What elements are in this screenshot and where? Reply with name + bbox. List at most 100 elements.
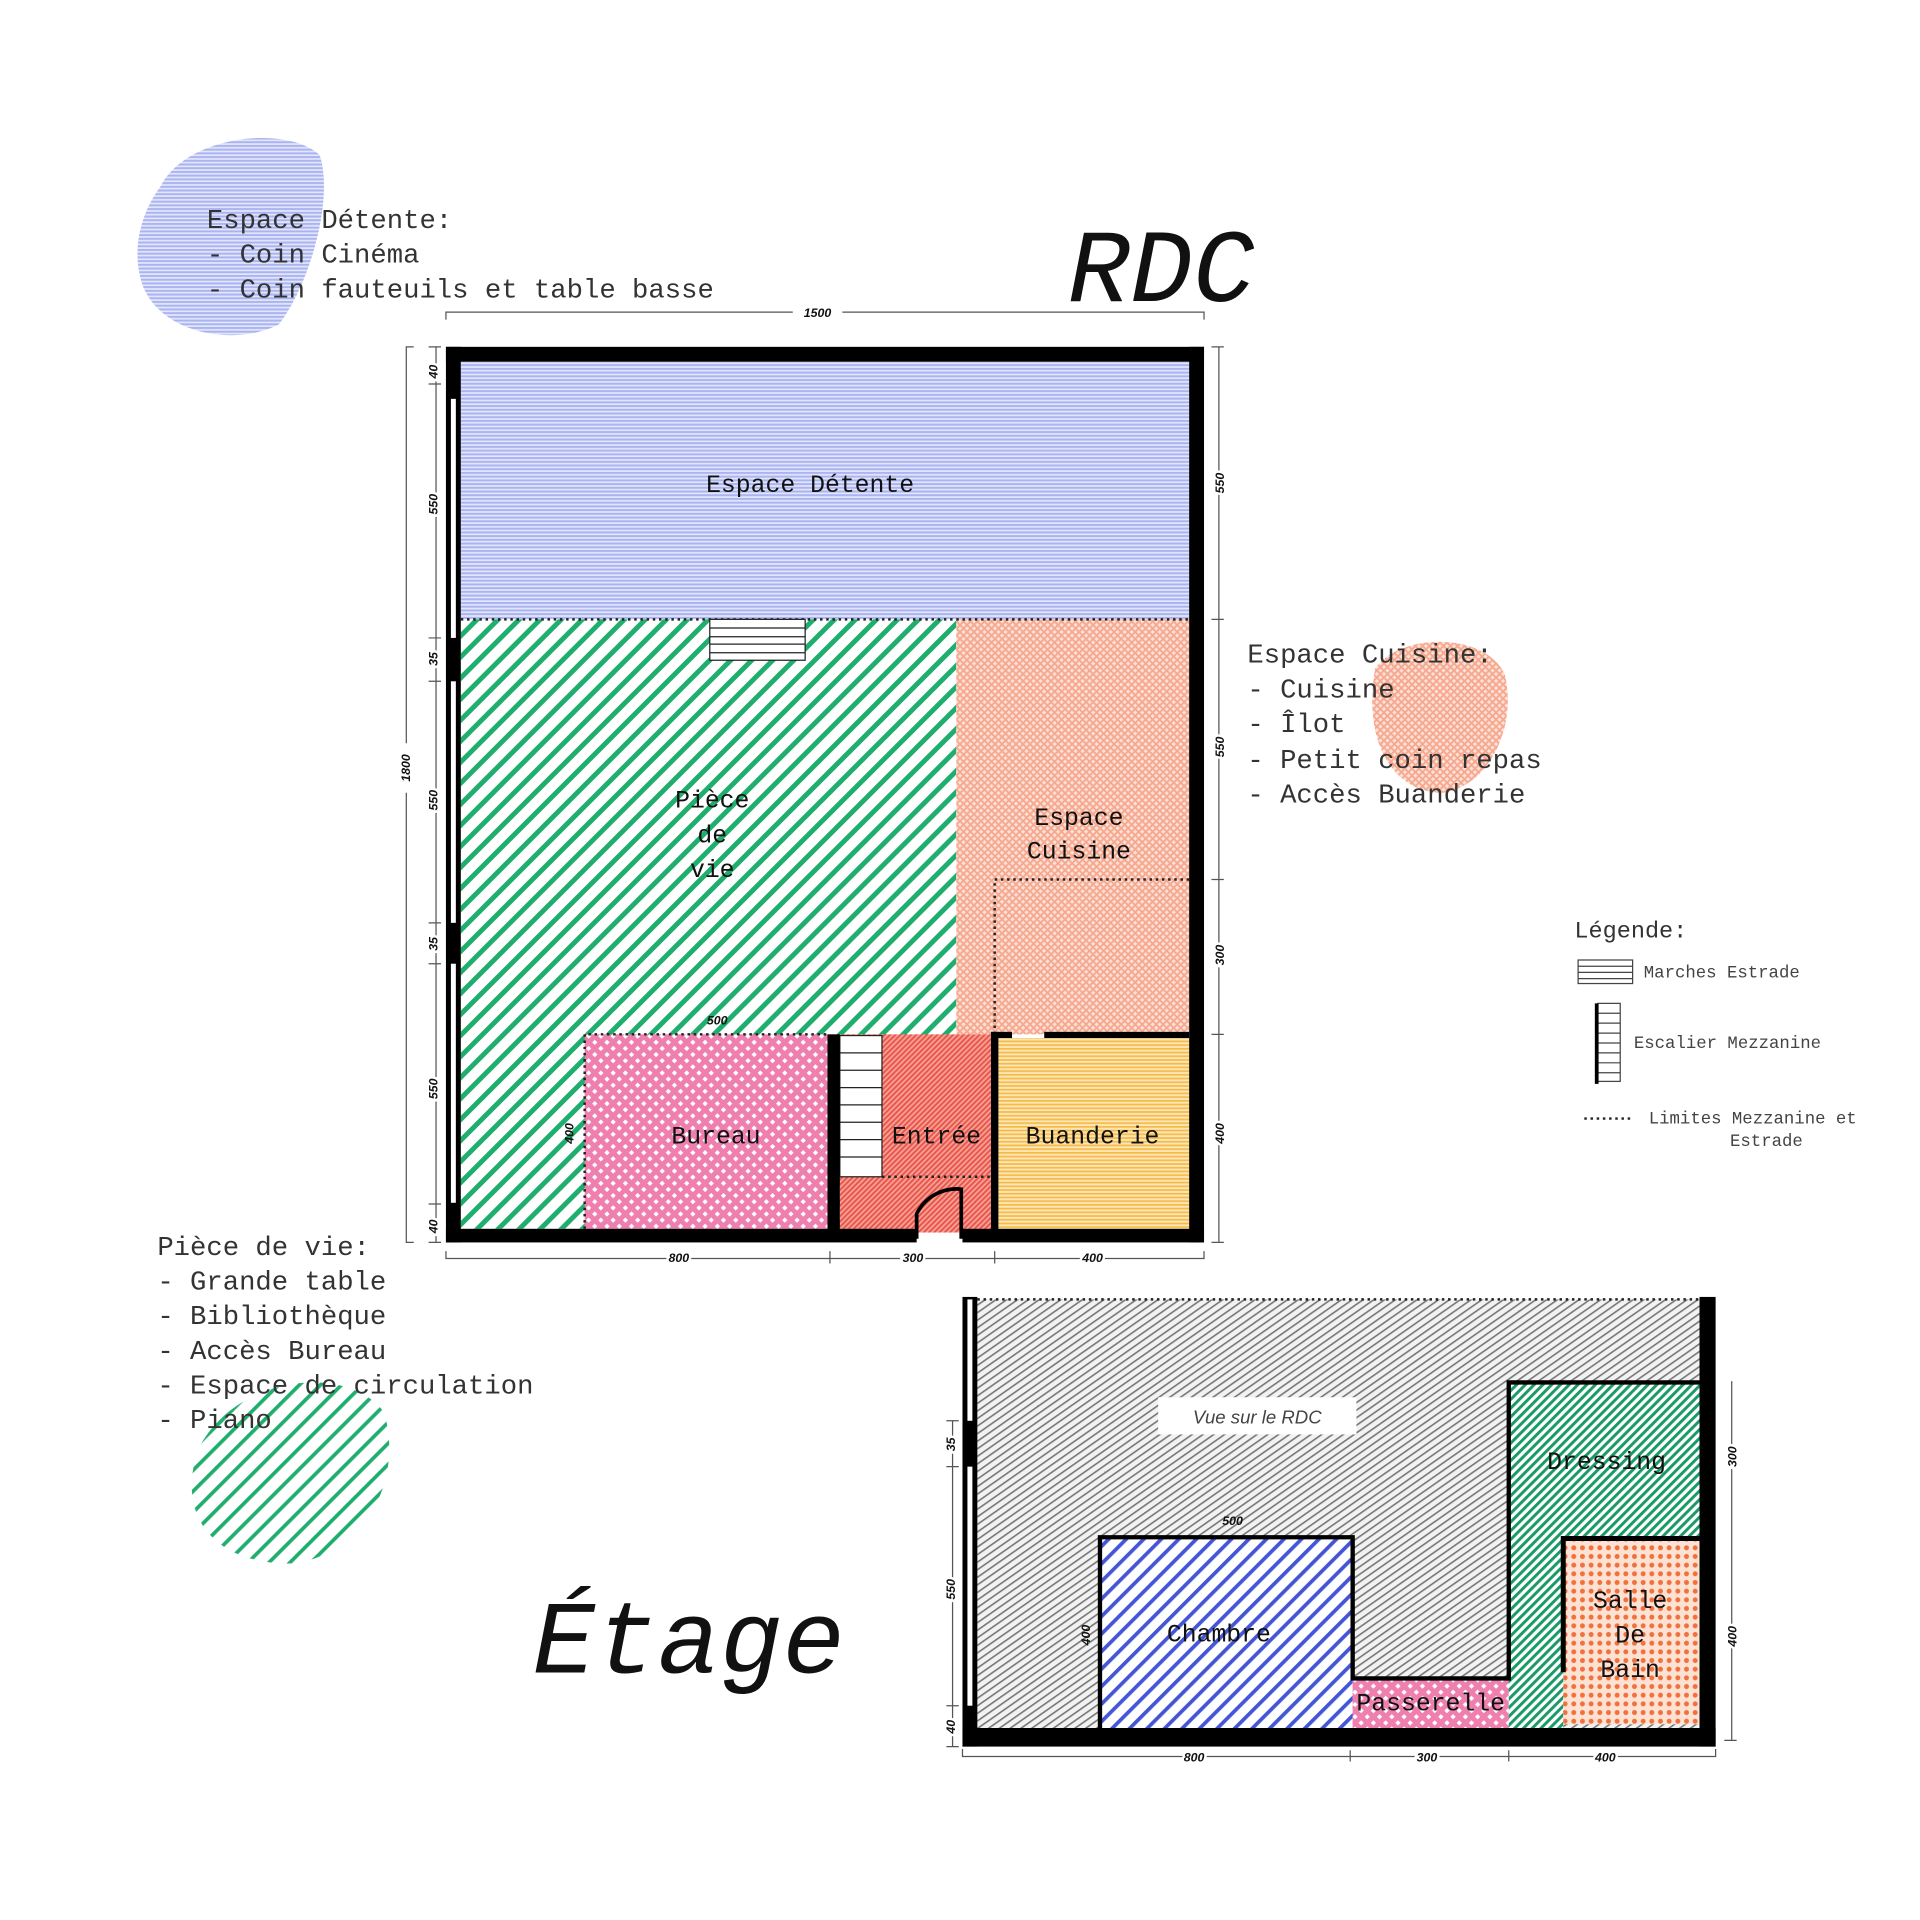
- view-label-box: [1158, 1397, 1357, 1435]
- note-item: - Coin fauteuils et table basse: [207, 275, 714, 306]
- dim-label: 400: [1594, 1750, 1616, 1764]
- legend-item: Limites Mezzanine et: [1649, 1111, 1857, 1130]
- note-heading: Espace Cuisine:: [1247, 641, 1492, 672]
- estrade-steps: [709, 618, 806, 661]
- room-label-bureau: Bureau: [671, 1123, 760, 1151]
- legend-item: Escalier Mezzanine: [1634, 1035, 1821, 1054]
- room-label-sdb: De: [1615, 1623, 1645, 1651]
- dim-label: 550: [1213, 737, 1227, 758]
- limit-mezzanine-cuisine: [993, 878, 1190, 1035]
- notes-vie: Pièce de vie: - Grande table - Bibliothè…: [157, 1233, 533, 1437]
- legend-item: Marches Estrade: [1644, 964, 1800, 983]
- room-label-detente: Espace Détente: [706, 472, 914, 500]
- title-etage: Étage: [533, 1585, 845, 1704]
- wall-bureau: [827, 1034, 840, 1233]
- zone-passerelle: [1352, 1678, 1509, 1728]
- legend: Légende: Marches Estrade Escalier Mezzan…: [1574, 919, 1856, 1152]
- note-item: - Coin Cinéma: [207, 241, 420, 272]
- wall-bottom: [962, 1728, 1716, 1747]
- inner-walls: [1097, 1380, 1700, 1728]
- limit-mezzanine-bureau: [583, 1033, 828, 1229]
- rdc-plan: Espace Détente Pièce de vie Espace Cuisi…: [399, 306, 1229, 1268]
- dim-label: 35: [944, 1436, 958, 1451]
- note-item: - Accès Buanderie: [1247, 781, 1525, 812]
- mezzanine-stair: [839, 1034, 883, 1178]
- room-label-passerelle: Passerelle: [1356, 1691, 1505, 1719]
- room-label-cuisine: Espace: [1034, 805, 1123, 833]
- notes-detente: Espace Détente: - Coin Cinéma - Coin fau…: [207, 206, 714, 306]
- dim-label: 1800: [399, 754, 413, 782]
- wall-right: [1189, 346, 1205, 1243]
- zone-dressing: [1508, 1381, 1700, 1728]
- room-label-buanderie: Buanderie: [1026, 1123, 1160, 1151]
- dim-label: 550: [426, 1078, 440, 1099]
- note-heading: Espace Détente:: [207, 206, 452, 237]
- note-item: - Grande table: [157, 1267, 386, 1298]
- note-item: - Cuisine: [1247, 675, 1394, 706]
- rdc-dimensions: 1500 1800 40 550 35 550 35 550 40 550 55…: [399, 306, 1229, 1268]
- note-item: - Espace de circulation: [157, 1372, 533, 1403]
- etage-dimensions: 35 550 40 300 400 800 300 400 500 400: [942, 1381, 1742, 1767]
- note-item: - Piano: [157, 1406, 271, 1437]
- dim-label: 550: [426, 790, 440, 811]
- note-heading: Pièce de vie:: [157, 1233, 370, 1264]
- dim-label: 35: [426, 936, 440, 951]
- room-label-cuisine: Cuisine: [1027, 838, 1131, 866]
- room-label-vie: vie: [690, 857, 735, 885]
- zone-chambre: [1098, 1536, 1353, 1728]
- windows: [967, 1299, 973, 1706]
- dim-label: 400: [1081, 1251, 1103, 1265]
- zone-buanderie: [998, 1038, 1190, 1229]
- dim-label: 500: [1222, 1514, 1243, 1528]
- zone-bureau: [584, 1034, 828, 1229]
- salmon-blob: [1372, 641, 1508, 793]
- note-item: - Petit coin repas: [1247, 746, 1541, 777]
- dim-label: 550: [426, 494, 440, 515]
- blue-blob: [137, 137, 325, 336]
- dim-label: 800: [668, 1251, 689, 1265]
- wall-right: [1699, 1296, 1716, 1747]
- wall-buanderie-top: [990, 1031, 1013, 1039]
- wall-sdb: [1560, 1536, 1700, 1673]
- dim-label: 400: [1079, 1625, 1093, 1647]
- note-item: - Îlot: [1247, 709, 1345, 741]
- dim-label: 300: [1726, 1446, 1740, 1467]
- windows: [450, 398, 456, 1203]
- dim-label: 400: [563, 1123, 577, 1145]
- green-blob: [191, 1382, 390, 1564]
- legend-title: Légende:: [1574, 919, 1687, 946]
- dim-label: 40: [426, 365, 440, 380]
- room-label-sdb: Bain: [1600, 1657, 1659, 1685]
- dim-label: 40: [944, 1720, 958, 1735]
- wall-bottom-right: [962, 1228, 1205, 1243]
- room-label-vie: de: [697, 822, 727, 850]
- zone-detente: [460, 361, 1190, 620]
- dim-label: 400: [1213, 1123, 1227, 1145]
- etage-plan: Vue sur le RDC Chambre Passerelle Dressi…: [942, 1296, 1742, 1767]
- wall-buanderie: [990, 1031, 999, 1233]
- room-label-sdb: Salle: [1593, 1588, 1667, 1616]
- dim-label: 40: [426, 1219, 440, 1234]
- room-label-entree: Entrée: [892, 1123, 981, 1151]
- dim-label: 35: [426, 651, 440, 666]
- dim-label: 550: [944, 1579, 958, 1600]
- dim-label: 300: [1417, 1750, 1438, 1764]
- stair-icon: [1594, 1002, 1621, 1084]
- dim-label: 400: [1726, 1626, 1740, 1648]
- door-icon: [914, 1187, 964, 1239]
- note-item: - Accès Bureau: [157, 1337, 386, 1368]
- wall-top: [445, 346, 1205, 362]
- dim-label: 1500: [804, 306, 832, 320]
- dim-label: 300: [903, 1251, 924, 1265]
- wall-buanderie-top: [1044, 1031, 1190, 1039]
- dim-label: 800: [1184, 1750, 1205, 1764]
- legend-item: Estrade: [1730, 1133, 1803, 1152]
- notes-cuisine: Espace Cuisine: - Cuisine - Îlot - Petit…: [1247, 641, 1541, 812]
- room-label-chambre: Chambre: [1167, 1621, 1271, 1649]
- title-rdc: RDC: [1068, 215, 1255, 333]
- room-label-dressing: Dressing: [1547, 1449, 1666, 1477]
- dim-label: 300: [1213, 945, 1227, 966]
- view-label: Vue sur le RDC: [1193, 1406, 1322, 1427]
- steps-icon: [1577, 959, 1634, 985]
